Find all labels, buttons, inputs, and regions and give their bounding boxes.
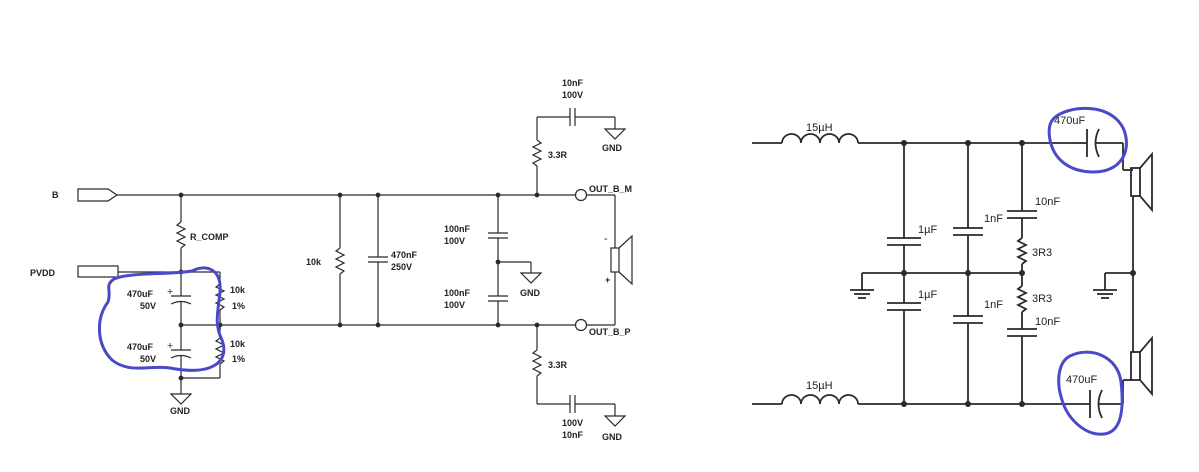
r-comp-label: R_COMP: [190, 232, 229, 242]
r-3r3-bot: [531, 349, 543, 377]
gnd-mid-symbol: [519, 272, 543, 284]
c-bot-value: 470uF: [127, 342, 154, 352]
snub-bot-r: 3.3R: [548, 360, 568, 370]
r-10k-bleed: [334, 247, 346, 275]
c1-bot-label: 1µF: [918, 289, 937, 301]
out-p-label: OUT_B_P: [589, 327, 631, 337]
c-100n-top-voltage: 100V: [444, 236, 465, 246]
c-100n-bot-value: 100nF: [444, 288, 471, 298]
r-3r3-top-right: [1015, 237, 1029, 265]
gnd-bot-label: GND: [602, 432, 623, 442]
r-3r3-top: [531, 139, 543, 167]
c-470n-value: 470nF: [391, 250, 418, 260]
out-b-m-terminal: [574, 188, 588, 202]
spk-minus: -: [604, 233, 608, 245]
c3-bot-label: 10nF: [1035, 316, 1060, 328]
r-comp-resistor: [175, 221, 187, 249]
out-m-label: OUT_B_M: [589, 184, 632, 194]
highlight-left-caps: [97, 266, 226, 372]
r-bot-right-label: 3R3: [1032, 293, 1052, 305]
spk-plus: +: [605, 275, 610, 285]
net-pvdd-label: PVDD: [30, 268, 56, 278]
l-bot-label: 15µH: [806, 380, 833, 392]
c1-top-label: 1µF: [918, 224, 937, 236]
speaker-bot: [1130, 351, 1141, 381]
net-b-label: B: [52, 190, 59, 200]
highlight-top-dc-cap: [1047, 106, 1128, 174]
r-top-tol: 1%: [232, 301, 245, 311]
l-top-label: 15µH: [806, 122, 833, 134]
inductor-top: [781, 133, 859, 144]
r-10k-bot: [214, 337, 226, 365]
inductor-bot: [781, 394, 859, 405]
r-top-right-label: 3R3: [1032, 247, 1052, 259]
snub-top-r: 3.3R: [548, 150, 568, 160]
svg-text:+: +: [167, 340, 173, 352]
r-top-value: 10k: [230, 285, 246, 295]
dc-bot-label: 470uF: [1066, 374, 1097, 386]
out-b-p-terminal: [574, 318, 588, 332]
c3-top-label: 10nF: [1035, 196, 1060, 208]
left-schematic: B PVDD R_COMP 10k 1% 10k 1% + + 470uF: [30, 78, 633, 442]
c-top-voltage: 50V: [140, 301, 156, 311]
pvdd-connector: [77, 265, 119, 278]
c2-top-label: 1nF: [984, 213, 1003, 225]
c2-bot-label: 1nF: [984, 299, 1003, 311]
gnd-left-label: GND: [170, 406, 191, 416]
r-bot-tol: 1%: [232, 354, 245, 364]
r-10k-label: 10k: [306, 257, 322, 267]
c-100n-top-value: 100nF: [444, 224, 471, 234]
speaker-top: [1130, 167, 1141, 197]
gnd-bot-symbol: [603, 415, 627, 427]
c-bot-voltage: 50V: [140, 354, 156, 364]
c-top-value: 470uF: [127, 289, 154, 299]
right-schematic: 15µH 15µH 1µF 1µF 1nF 1nF: [752, 106, 1153, 436]
snub-top-c-value: 10nF: [562, 78, 584, 88]
r-bot-value: 10k: [230, 339, 246, 349]
snub-top-c-voltage: 100V: [562, 90, 583, 100]
svg-text:+: +: [167, 286, 173, 298]
c-100n-bot-voltage: 100V: [444, 300, 465, 310]
gnd-left-symbol: [169, 393, 193, 405]
net-b-connector: [77, 188, 119, 202]
gnd-mid-label: GND: [520, 288, 541, 298]
snub-bot-c-voltage: 100V: [562, 418, 583, 428]
c-470n-voltage: 250V: [391, 262, 412, 272]
gnd-top-label: GND: [602, 143, 623, 153]
r-3r3-bot-right: [1015, 285, 1029, 313]
dc-top-label: 470uF: [1054, 115, 1085, 127]
snub-bot-c-value: 10nF: [562, 430, 584, 440]
gnd-top-symbol: [603, 128, 627, 140]
speaker-left: [610, 247, 620, 273]
highlight-bot-dc-cap: [1057, 350, 1124, 436]
